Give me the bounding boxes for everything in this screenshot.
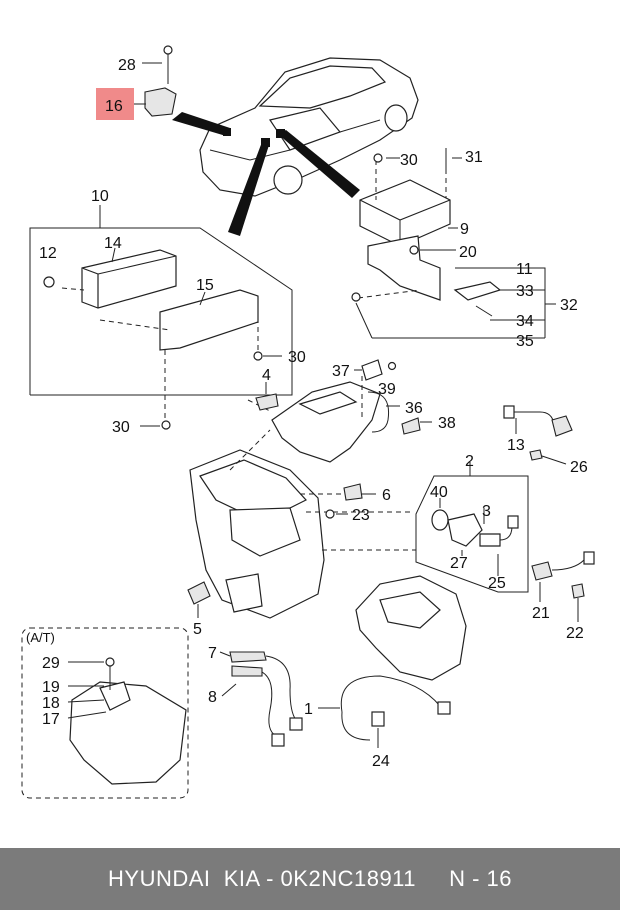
- callout-18: 18: [42, 695, 60, 712]
- callout-25: 25: [488, 575, 506, 592]
- callout-32: 32: [560, 297, 578, 314]
- callout-30-a: 30: [288, 349, 306, 366]
- callout-5: 5: [193, 621, 202, 638]
- callout-1: 1: [304, 701, 313, 718]
- callout-35: 35: [516, 333, 534, 350]
- sensor-box-2: [415, 462, 529, 593]
- callout-3: 3: [482, 503, 491, 520]
- callout-8: 8: [208, 689, 217, 706]
- callout-22: 22: [566, 625, 584, 642]
- callout-6: 6: [382, 487, 391, 504]
- transmission-group: [318, 575, 467, 748]
- sensors-7-8-group: [219, 651, 303, 747]
- callout-27: 27: [450, 555, 468, 572]
- callout-36: 36: [405, 400, 423, 417]
- callout-28: 28: [118, 57, 136, 74]
- at-label: (A/T): [26, 630, 55, 645]
- callout-16: 16: [105, 98, 123, 115]
- callout-7: 7: [208, 645, 217, 662]
- callout-4: 4: [262, 367, 271, 384]
- part-16-group: [96, 45, 177, 120]
- footer-bar: HYUNDAI KIA - 0K2NC18911 N - 16: [0, 848, 620, 910]
- callout-13: 13: [507, 437, 525, 454]
- at-box: [21, 627, 189, 799]
- callout-9: 9: [460, 221, 469, 238]
- callout-39: 39: [378, 381, 396, 398]
- callout-33: 33: [516, 283, 534, 300]
- car-illustration: [199, 57, 419, 197]
- callout-19: 19: [42, 679, 60, 696]
- sensor-13-group: [503, 405, 573, 465]
- callout-23: 23: [352, 507, 370, 524]
- callout-21: 21: [532, 605, 550, 622]
- callout-17: 17: [42, 711, 60, 728]
- callout-37: 37: [332, 363, 350, 380]
- footer-part-number: HYUNDAI KIA - 0K2NC18911 N - 16: [108, 866, 512, 891]
- engine-block-group: [187, 429, 416, 619]
- sensor-21-group: [531, 551, 595, 622]
- highlight-box: [96, 88, 134, 120]
- callout-12: 12: [39, 245, 57, 262]
- callout-2: 2: [465, 453, 474, 470]
- callout-29: 29: [42, 655, 60, 672]
- pointer-wedges: [172, 112, 360, 236]
- callout-10: 10: [91, 188, 109, 205]
- callout-14: 14: [104, 235, 122, 252]
- callout-40: 40: [430, 484, 448, 501]
- callout-34: 34: [516, 313, 534, 330]
- callout-26: 26: [570, 459, 588, 476]
- callout-11: 11: [516, 261, 533, 278]
- callout-24: 24: [372, 753, 390, 770]
- parts-diagram: 28 16 10 12 14 15 30 30 30 31 9 20 11 33…: [21, 45, 595, 799]
- callout-38: 38: [438, 415, 456, 432]
- callout-31: 31: [465, 149, 483, 166]
- intake-manifold-group: [247, 359, 432, 463]
- control-unit-group: [351, 148, 556, 339]
- callout-30-c: 30: [400, 152, 418, 169]
- callout-15: 15: [196, 277, 214, 294]
- callout-20: 20: [459, 244, 477, 261]
- callout-30-b: 30: [112, 419, 130, 436]
- ecu-box-group: [29, 205, 293, 430]
